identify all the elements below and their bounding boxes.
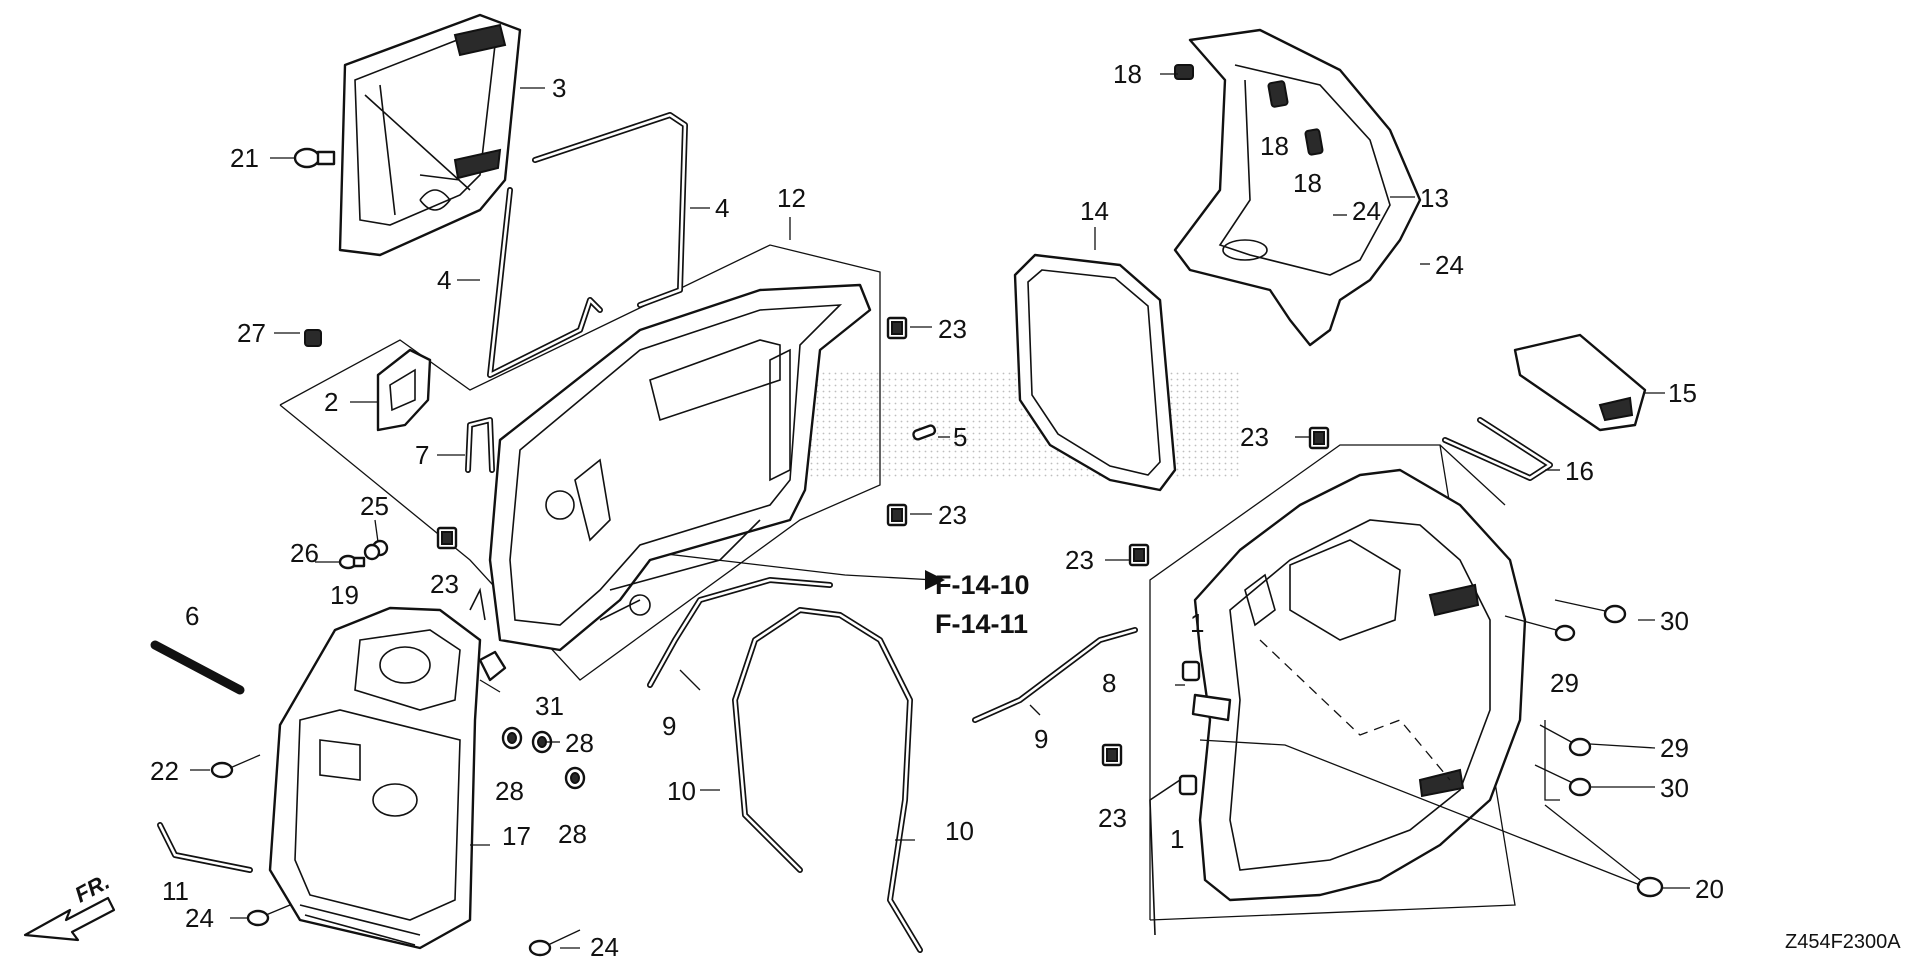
left-bolts — [210, 754, 581, 957]
callout-6: 6 — [185, 601, 199, 631]
callout-24b: 24 — [1435, 250, 1464, 280]
callout-9a: 9 — [662, 711, 676, 741]
callout-31: 31 — [535, 691, 564, 721]
leader-lines — [190, 73, 1690, 949]
drawing-code: Z454F2300A — [1785, 931, 1901, 953]
callout-24d: 24 — [590, 932, 619, 960]
callout-18c: 18 — [1293, 168, 1322, 198]
callout-labels: 1 1 2 3 4 4 5 6 7 8 9 9 10 10 11 12 13 1… — [150, 59, 1724, 960]
callout-27: 27 — [237, 318, 266, 348]
part-27-fastener — [304, 329, 322, 347]
part-23-clips — [436, 316, 1330, 767]
front-direction-arrow: FR. — [23, 869, 116, 942]
callout-30a: 30 — [1660, 606, 1689, 636]
callout-23c: 23 — [430, 569, 459, 599]
part-7-u-clip — [465, 417, 495, 473]
callout-18a: 18 — [1113, 59, 1142, 89]
part-2-small-cover — [376, 348, 432, 432]
callout-15: 15 — [1668, 378, 1697, 408]
part-21-bolt — [293, 147, 336, 169]
callout-14: 14 — [1080, 196, 1109, 226]
part-15-lid — [1513, 333, 1647, 432]
part-28-grommets — [501, 726, 586, 790]
callout-24a: 24 — [1352, 196, 1381, 226]
part-14-gasket — [1013, 253, 1177, 492]
callout-29b: 29 — [1660, 733, 1689, 763]
callout-1a: 1 — [1190, 608, 1204, 638]
callout-24c: 24 — [185, 903, 214, 933]
reference-label-2: F-14-11 — [935, 609, 1028, 639]
part-4-seal-strips — [487, 112, 688, 378]
part-25-26-19-small-parts — [338, 539, 389, 570]
part-17-front-panel — [268, 587, 486, 950]
callout-4a: 4 — [715, 193, 729, 223]
callout-11: 11 — [162, 876, 189, 906]
callout-5: 5 — [953, 422, 967, 452]
callout-16: 16 — [1565, 456, 1594, 486]
callout-10b: 10 — [945, 816, 974, 846]
reference-label-1: F-14-10 — [935, 570, 1030, 600]
callout-4b: 4 — [437, 265, 451, 295]
right-side-bolts — [1149, 599, 1664, 936]
callout-23f: 23 — [1098, 803, 1127, 833]
callout-19: 19 — [330, 580, 359, 610]
part-16-rod — [1442, 417, 1553, 481]
callout-13: 13 — [1420, 183, 1449, 213]
callout-20: 20 — [1695, 874, 1724, 904]
callout-23e: 23 — [1065, 545, 1094, 575]
callout-25: 25 — [360, 491, 389, 521]
callout-12: 12 — [777, 183, 806, 213]
callout-3: 3 — [552, 73, 566, 103]
callout-18b: 18 — [1260, 131, 1289, 161]
callout-21: 21 — [230, 143, 259, 173]
callout-26: 26 — [290, 538, 319, 568]
callout-28c: 28 — [558, 819, 587, 849]
callout-8: 8 — [1102, 668, 1116, 698]
callout-23a: 23 — [938, 314, 967, 344]
part-31-hook — [478, 650, 507, 682]
callout-1b: 1 — [1170, 824, 1184, 854]
part-8-side-cover — [1191, 468, 1527, 902]
callout-23b: 23 — [938, 500, 967, 530]
callout-17: 17 — [502, 821, 531, 851]
callout-23d: 23 — [1240, 422, 1269, 452]
callout-22: 22 — [150, 756, 179, 786]
callout-29a: 29 — [1550, 668, 1579, 698]
part-6-strip — [150, 640, 245, 695]
callout-28b: 28 — [565, 728, 594, 758]
callout-28a: 28 — [495, 776, 524, 806]
part-5-pin — [912, 424, 937, 441]
callout-9b: 9 — [1034, 724, 1048, 754]
callout-2: 2 — [324, 387, 338, 417]
part-10-tubes — [732, 607, 923, 953]
part-9-wires — [647, 577, 1138, 723]
assembly-box-right — [1149, 444, 1516, 921]
part-3-air-cleaner-cover — [338, 13, 522, 257]
part-13-rear-cover — [1173, 28, 1422, 347]
reference-labels: F-14-10 F-14-11 — [935, 570, 1030, 639]
callout-30b: 30 — [1660, 773, 1689, 803]
callout-7: 7 — [415, 440, 429, 470]
part-12-main-frame — [488, 283, 872, 652]
part-11-strip — [157, 822, 253, 873]
callout-10a: 10 — [667, 776, 696, 806]
